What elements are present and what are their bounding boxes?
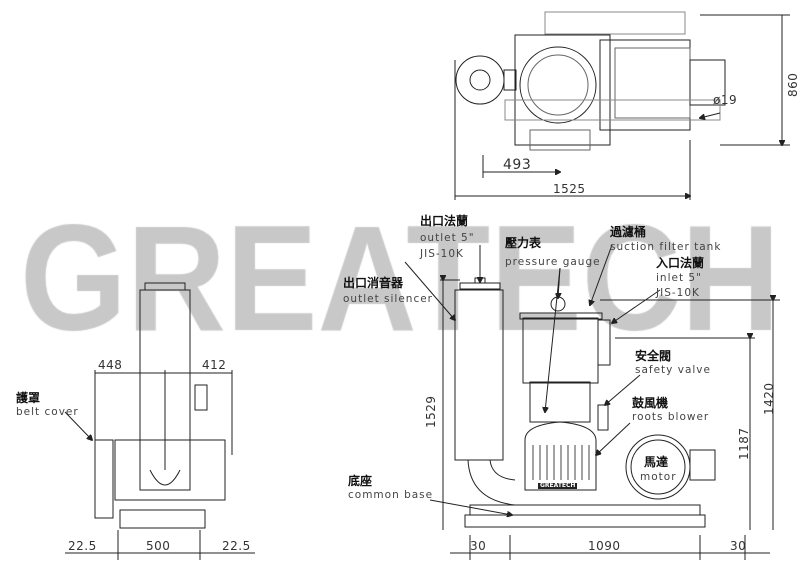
dim-493: 493 xyxy=(503,157,532,173)
label-common-base-en: common base xyxy=(348,489,434,501)
label-pressure-gauge-en: pressure gauge xyxy=(505,256,601,268)
label-inlet-flange-spec: JIS-10K xyxy=(656,287,700,299)
label-safety-valve-en: safety valve xyxy=(635,364,711,376)
label-inlet-flange-en: inlet 5" xyxy=(656,272,702,284)
dim-412: 412 xyxy=(202,358,227,372)
label-motor-zh: 馬達 xyxy=(644,455,669,469)
label-safety-valve-zh: 安全閥 xyxy=(635,349,672,363)
dim-side-right: 30 xyxy=(730,539,747,553)
label-outlet-flange-spec: JIS-10K xyxy=(420,248,464,260)
top-view xyxy=(454,11,790,200)
label-outlet-flange-zh: 出口法蘭 xyxy=(420,214,469,228)
dim-860: 860 xyxy=(786,72,800,97)
dim-1525: 1525 xyxy=(553,182,586,196)
dim-1529: 1529 xyxy=(424,395,438,428)
side-view xyxy=(404,244,780,560)
dim-side-left: 30 xyxy=(470,539,487,553)
dim-foot-right: 22.5 xyxy=(222,539,251,553)
dim-1187: 1187 xyxy=(737,427,751,460)
label-suction-filter-en: suction filter tank xyxy=(610,241,722,253)
dim-foot-left: 22.5 xyxy=(68,539,97,553)
label-belt-cover-zh: 護罩 xyxy=(16,391,41,405)
nameplate: GREATECH xyxy=(538,482,578,489)
label-outlet-silencer-zh: 出口消音器 xyxy=(343,276,404,290)
dim-side-base: 1090 xyxy=(588,539,621,553)
label-outlet-flange-en: outlet 5" xyxy=(420,232,475,244)
dim-hole-diameter: ø19 xyxy=(713,93,738,107)
label-roots-blower-en: roots blower xyxy=(632,411,710,423)
label-pressure-gauge-zh: 壓力表 xyxy=(505,236,542,250)
dim-foot-span: 500 xyxy=(146,539,171,553)
label-outlet-silencer-en: outlet silencer xyxy=(343,293,433,305)
label-inlet-flange-zh: 入口法蘭 xyxy=(656,256,705,270)
dim-1420: 1420 xyxy=(762,382,776,415)
front-view xyxy=(64,282,255,560)
label-roots-blower-zh: 鼓風機 xyxy=(632,396,669,410)
dim-448: 448 xyxy=(98,358,123,372)
label-suction-filter-zh: 過濾桶 xyxy=(610,225,647,239)
label-belt-cover-en: belt cover xyxy=(16,406,79,418)
label-motor-en: motor xyxy=(640,471,677,483)
label-common-base-zh: 底座 xyxy=(348,474,373,488)
